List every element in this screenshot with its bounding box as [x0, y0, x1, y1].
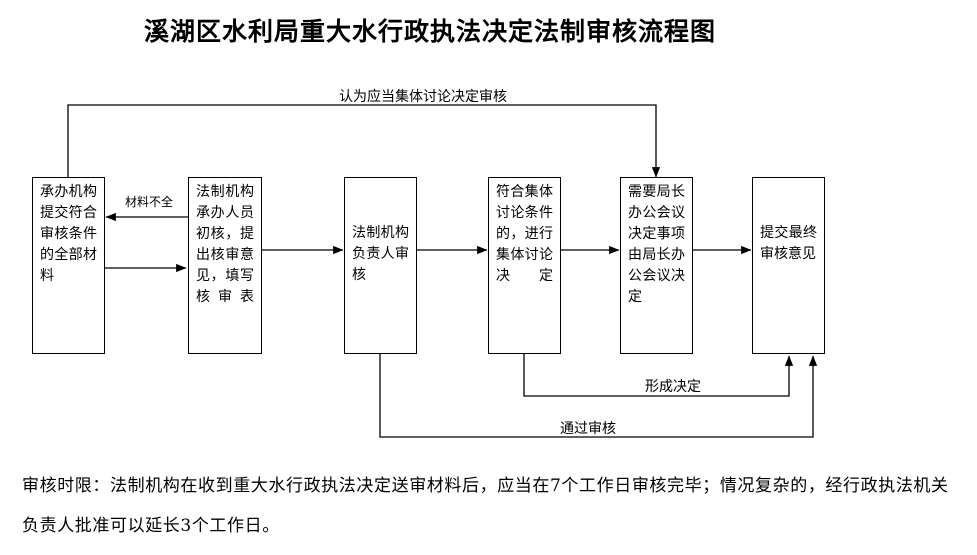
arrow-pass-review: [379, 354, 818, 438]
node-collective-decision: 符合集体讨论条件的，进行集体讨论决定: [488, 177, 561, 354]
page-title: 溪湖区水利局重大水行政执法决定法制审核流程图: [143, 17, 716, 46]
review-deadline-note: 审核时限：法制机构在收到重大水行政执法决定送审材料后，应当在7个工作日审核完毕；…: [22, 476, 949, 536]
arrow-form-decision: [523, 354, 794, 397]
label-form-decision: 形成决定: [645, 379, 701, 395]
node-head-review: 法制机构负责人审核: [344, 177, 417, 354]
label-collective-review: 认为应当集体讨论决定审核: [339, 89, 507, 105]
label-incomplete-materials: 材料不全: [125, 195, 174, 209]
label-pass-review: 通过审核: [560, 421, 616, 437]
node-bureau-meeting: 需要局长办公会议决定事项由局长办公会议决定: [620, 177, 693, 354]
arrow-collective-review-loop: [63, 104, 661, 187]
node-final-opinion: 提交最终审核意见: [752, 177, 825, 354]
node-submit-materials: 承办机构提交符合审核条件的全部材料: [32, 177, 105, 354]
node-staff-review: 法制机构承办人员初核，提出核审意见，填写核审表: [188, 177, 262, 354]
